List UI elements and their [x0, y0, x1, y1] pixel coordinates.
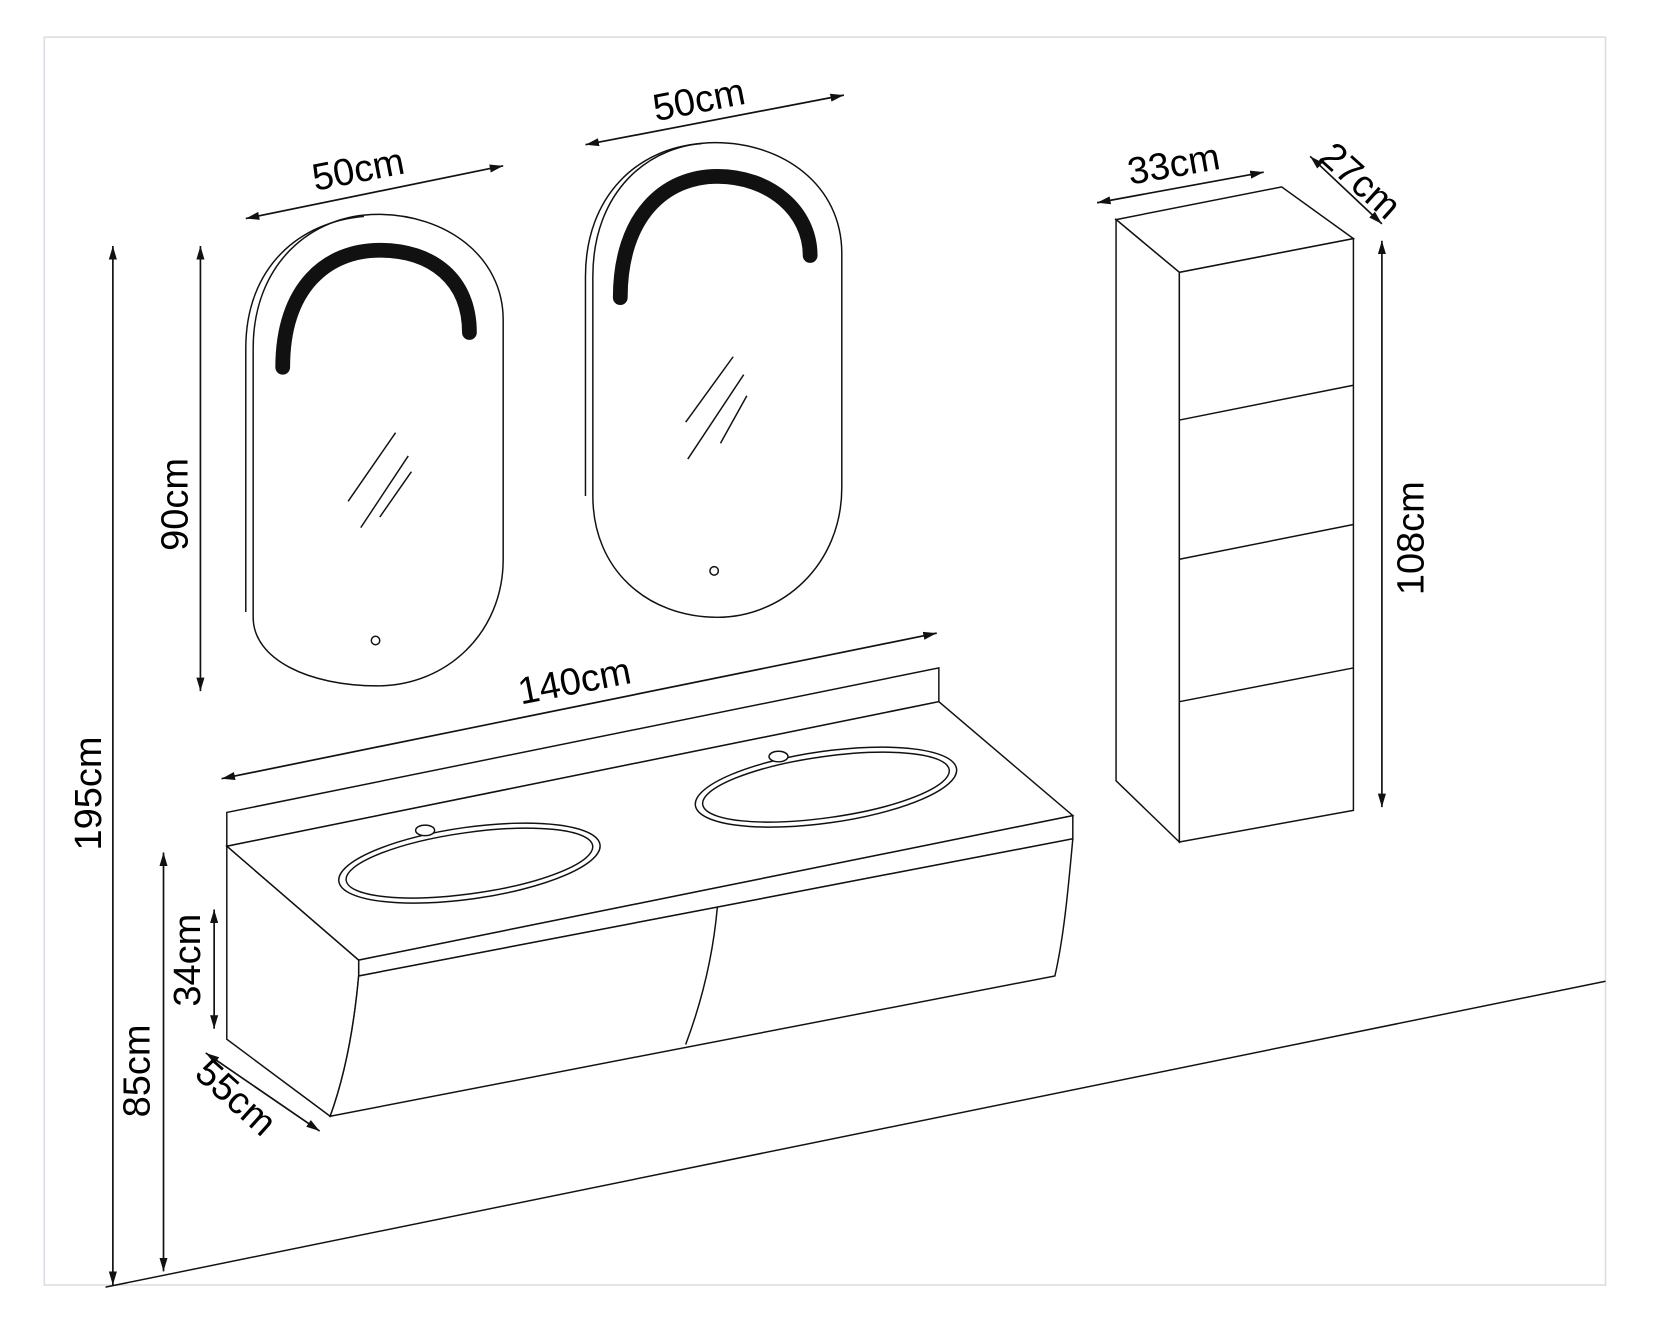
vanity-unit [225, 667, 1075, 1118]
mount-height-label: 85cm [116, 1024, 158, 1117]
led-light-arc [275, 242, 477, 375]
glass-reflection-icon [685, 356, 748, 460]
touch-button [370, 635, 381, 646]
total-height-label: 195cm [68, 736, 110, 850]
dimension-lines [108, 93, 1386, 1286]
mirror-left-width-label: 50cm [309, 141, 408, 200]
tall-cabinet [1114, 186, 1356, 844]
drawer-divider [684, 907, 719, 1045]
mirror-right-width-label: 50cm [649, 71, 748, 130]
cabinet-depth-label: 27cm [1311, 135, 1408, 228]
glass-reflection-icon [347, 432, 413, 529]
mirror-right [584, 141, 843, 619]
cabinet-width-label: 33cm [1124, 136, 1223, 193]
mirror-height-label: 90cm [154, 458, 196, 551]
cabinet-height-label: 108cm [1391, 481, 1433, 595]
floor-line [105, 980, 1606, 1288]
sink-left [338, 822, 601, 904]
faucet-hole [414, 824, 436, 837]
touch-button [709, 565, 720, 576]
vanity-height-label: 34cm [167, 914, 209, 1007]
vanity-width-label: 140cm [515, 650, 635, 713]
mirror-left [245, 213, 504, 687]
shelf-lines [1179, 384, 1354, 703]
frame-border [43, 36, 1607, 1286]
faucet-hole [768, 750, 789, 763]
led-light-arc [612, 168, 818, 306]
